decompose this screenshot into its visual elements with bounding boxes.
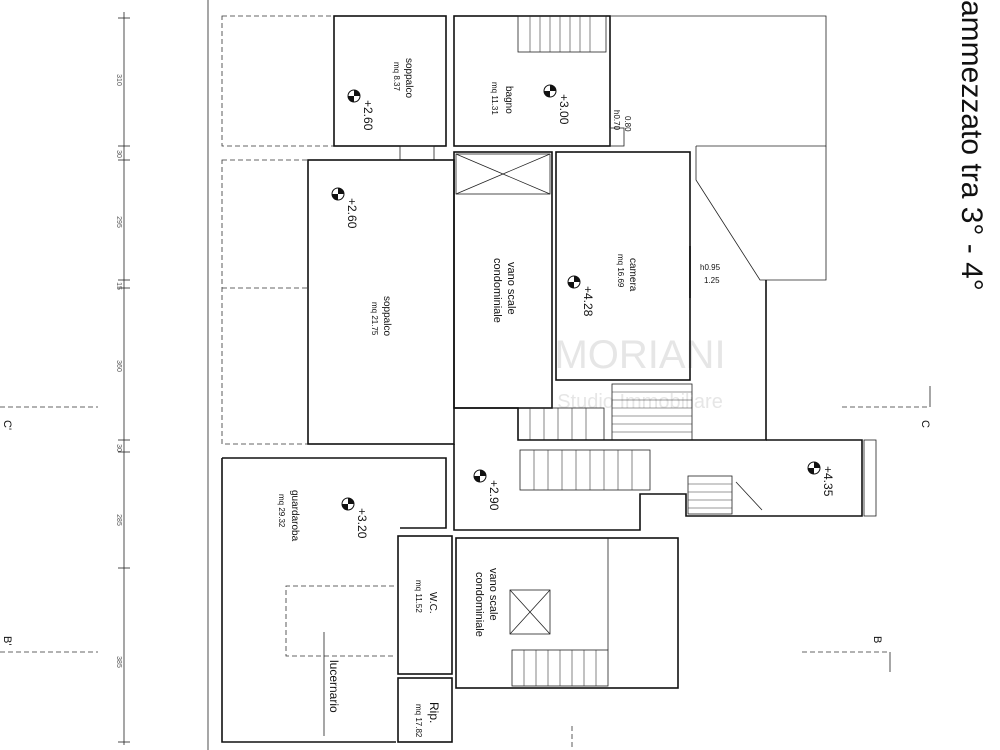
- room-area: mq 11.31: [490, 82, 499, 115]
- room-name: W.C.: [427, 592, 438, 614]
- room-name: soppalco: [403, 58, 414, 98]
- room-name: vano scale: [487, 568, 499, 621]
- room-name: condominiale: [473, 572, 485, 637]
- room-bagno: [453, 15, 611, 147]
- room-name: lucernario: [327, 660, 341, 713]
- room-area: mq 16.69: [616, 254, 625, 288]
- dimension-label: 15: [115, 282, 122, 290]
- section-marker-c-right: C: [842, 386, 931, 428]
- room-name: vano scale: [505, 262, 517, 315]
- dimension-label: 30: [115, 150, 122, 158]
- level-mark: +2.90: [487, 480, 501, 511]
- room-name: camera: [627, 258, 638, 292]
- stairs-top: [517, 15, 607, 53]
- room-name: soppalco: [381, 296, 392, 336]
- room-name: condominiale: [491, 258, 503, 323]
- dimension-label: 30: [115, 444, 122, 452]
- window-note: h0.95: [700, 263, 721, 272]
- level-mark: +2.60: [345, 198, 359, 229]
- level-marker-icon: [807, 461, 821, 475]
- level-marker-icon: [543, 84, 557, 98]
- room-name: guardaroba: [289, 490, 300, 542]
- room-area: mq 11.52: [414, 580, 423, 613]
- level-marker-icon: [347, 89, 361, 103]
- room-soppalco-small: [333, 15, 447, 147]
- dimension-label: 295: [115, 216, 122, 228]
- room-name: bagno: [503, 86, 514, 114]
- room-vano-scale-bottom: [455, 537, 679, 689]
- level-mark: +4.28: [581, 286, 595, 317]
- level-mark: +3.20: [355, 508, 369, 539]
- dimension-label: 360: [115, 360, 122, 372]
- section-marker-b-right: B: [802, 636, 891, 672]
- room-wc: [397, 535, 453, 675]
- section-label: C': [1, 420, 13, 430]
- watermark-subtitle: Studio Immobiliare: [557, 391, 723, 413]
- stairs-lower: [519, 449, 763, 515]
- section-label: C: [919, 420, 931, 428]
- room-guardaroba: [285, 585, 394, 657]
- section-label: B: [871, 636, 883, 643]
- dimension-label: 385: [115, 656, 122, 668]
- section-marker-c-left: C': [0, 406, 98, 430]
- level-mark: +3.00: [557, 94, 571, 125]
- window-note: h0.70: [612, 110, 621, 131]
- level-marker-icon: [341, 497, 355, 511]
- floor-title: ammezzato tra 3° - 4°: [955, 0, 988, 291]
- room-ripostiglio: [397, 677, 453, 743]
- level-marker-icon: [473, 469, 487, 483]
- level-marker-icon: [331, 187, 345, 201]
- room-soppalco-large: [307, 159, 455, 445]
- window-note: 1.25: [704, 276, 720, 285]
- room-area: mq 8.37: [392, 62, 401, 91]
- level-mark: +4.35: [821, 466, 835, 497]
- dimension-label: 310: [115, 74, 122, 86]
- room-area: mq 29.32: [277, 494, 286, 528]
- section-label: B': [1, 636, 13, 645]
- watermark-brand: MORIANI: [554, 333, 725, 377]
- level-mark: +2.60: [361, 100, 375, 131]
- dimension-chain: 310 30 295 15 360 30 285 385: [115, 12, 130, 745]
- dimension-label: 285: [115, 514, 122, 526]
- room-area: mq 17.82: [414, 704, 423, 738]
- room-area: mq 21.75: [370, 302, 379, 336]
- room-name: Rip.: [427, 702, 441, 723]
- level-marker-icon: [567, 275, 581, 289]
- section-marker-b-left: B': [0, 636, 98, 653]
- window-note: 0.80: [623, 116, 632, 132]
